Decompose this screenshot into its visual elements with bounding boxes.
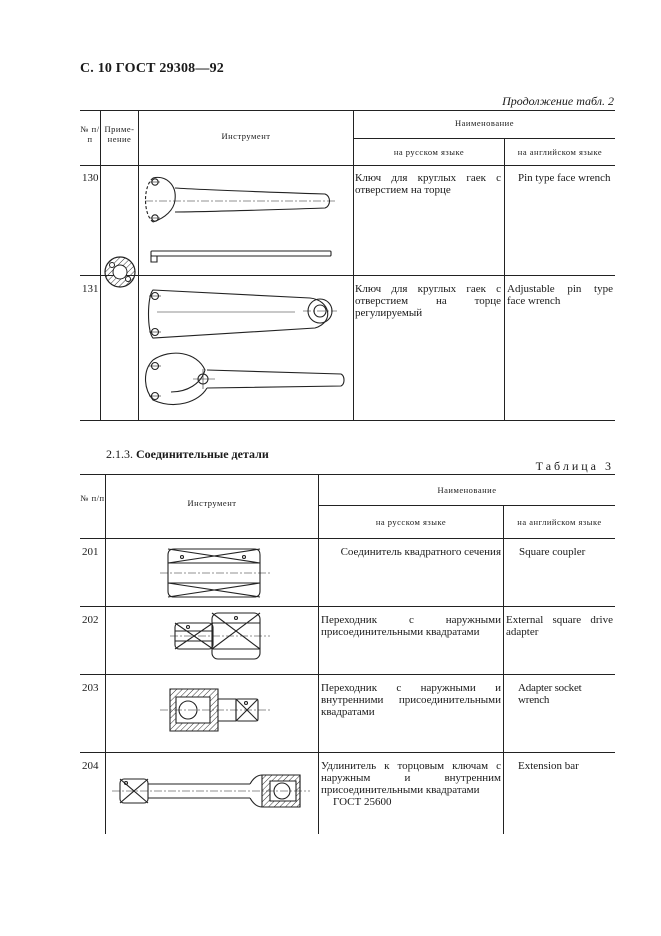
row-name-ru: Переходник с наружными и внутренними при…	[321, 682, 501, 718]
row-number: 202	[82, 614, 99, 626]
pin-face-wrench-drawing	[145, 172, 345, 267]
row-name-en: Pin type face wrench	[518, 172, 611, 184]
col-header-ru: на русском языке	[375, 517, 447, 527]
row-name-en: Adjustable pin type face wrench	[507, 283, 613, 307]
round-nut-icon	[104, 256, 136, 288]
col-header-no: № п/п	[80, 124, 100, 144]
col-header-name: Наименование	[455, 118, 514, 128]
row-name-ru: Переходник с наружными присоединительным…	[321, 614, 501, 638]
col-header-no: № п/п	[80, 493, 105, 503]
col-header-tool: Инструмент	[187, 498, 237, 508]
row-name-en: Extension bar	[518, 760, 579, 772]
row-name-en: External square drive adapter	[506, 614, 613, 638]
section-title: 2.1.3. Соединительные детали	[106, 447, 269, 461]
col-header-ru: на русском языке	[393, 147, 465, 157]
col-header-tool: Инструмент	[221, 131, 271, 141]
row-name-ru: Ключ для круглых гаек с отверстием на то…	[355, 283, 501, 319]
row-number: 203	[82, 682, 99, 694]
external-adapter-drawing	[170, 609, 270, 665]
adjustable-pin-wrench-drawing	[145, 284, 345, 414]
row-number: 130	[82, 172, 99, 184]
square-coupler-drawing	[160, 545, 270, 601]
row-name-ru: Ключ для круглых гаек с отверстием на то…	[355, 172, 501, 196]
table-3-label: Таблица 3	[535, 459, 614, 473]
col-header-use: Приме-нение	[104, 124, 135, 144]
row-name-ru: Соединитель квадратного сечения	[340, 546, 501, 558]
col-header-en: на английском языке	[517, 517, 602, 527]
adapter-socket-drawing	[160, 683, 270, 739]
row-number: 131	[82, 283, 99, 295]
row-name-ru: Удлинитель к торцовым ключам с наружным …	[321, 760, 501, 796]
col-header-name: Наименование	[437, 485, 497, 495]
col-header-en: на английском языке	[517, 147, 603, 157]
row-name-ru-reference: ГОСТ 25600	[333, 796, 392, 808]
page-header: С. 10 ГОСТ 29308—92	[80, 61, 224, 76]
row-number: 201	[82, 546, 99, 558]
continuation-label: Продолжение табл. 2	[502, 94, 614, 108]
row-name-en: Square coupler	[519, 546, 586, 558]
row-name-en: Adapter socket wrench	[518, 682, 582, 706]
extension-bar-drawing	[112, 765, 312, 815]
row-number: 204	[82, 760, 99, 772]
